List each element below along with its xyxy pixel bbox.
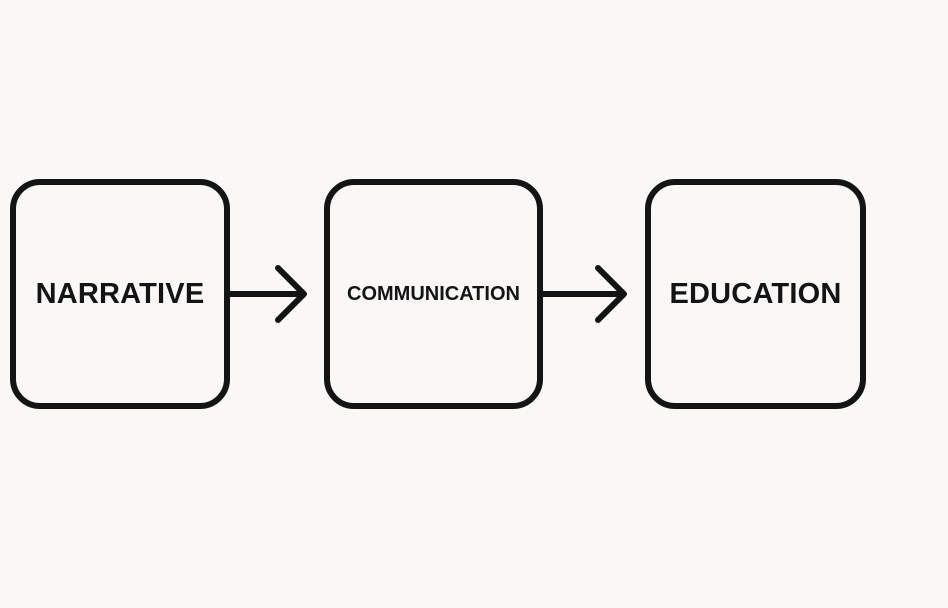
arrow-narrative-to-communication (227, 265, 307, 323)
arrow-communication-to-education (540, 265, 627, 323)
node-label: EDUCATION (669, 277, 842, 310)
node-education: EDUCATION (645, 179, 866, 409)
arrow-head (595, 265, 627, 323)
arrow-head (275, 265, 307, 323)
node-label: COMMUNICATION (347, 282, 520, 305)
node-communication: COMMUNICATION (324, 179, 543, 409)
node-narrative: NARRATIVE (10, 179, 230, 409)
node-label: NARRATIVE (35, 277, 205, 310)
